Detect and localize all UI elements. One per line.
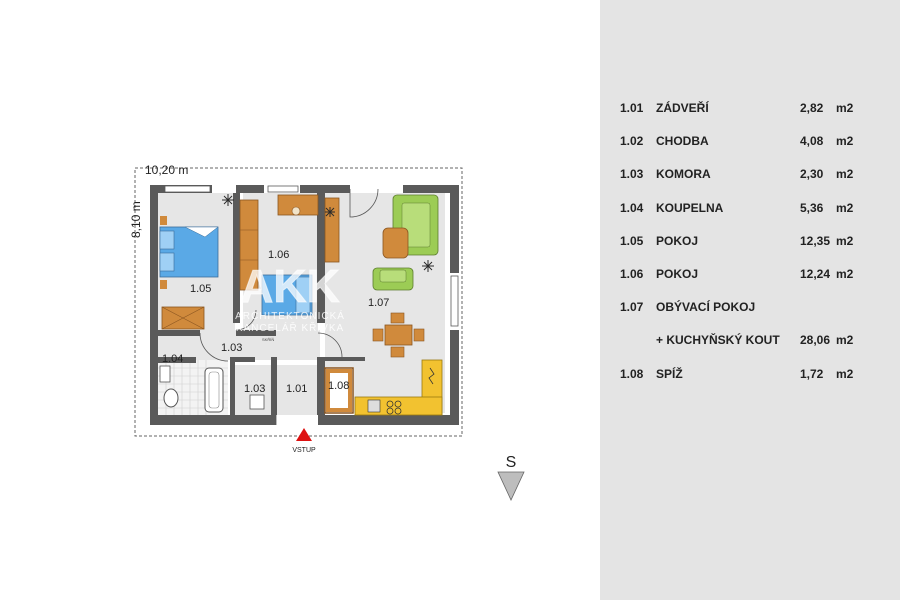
armchair	[372, 267, 414, 291]
washbasin	[159, 365, 171, 383]
wardrobe-1-06	[239, 199, 259, 291]
room-area: 28,06	[800, 333, 831, 348]
room-row: 1.08 SPÍŽ 1,72 m2	[600, 364, 900, 384]
room-number: 1.07	[620, 300, 644, 315]
room-row: 1.07 OBÝVACÍ POKOJ	[600, 297, 900, 317]
room-name: ZÁDVEŘÍ	[656, 101, 709, 115]
vestibule-floor	[277, 365, 320, 415]
floor-plan-area: 10,20 m 8,10 m	[129, 163, 525, 501]
entrance-label: VSTUP	[292, 447, 316, 454]
room-schedule-panel: 1.01 ZÁDVEŘÍ 2,82 m2 1.02 CHODBA 4,08 m2 1.03 KOM…	[600, 0, 900, 600]
room-number: 1.06	[620, 267, 644, 281]
room-row: 1.01 ZÁDVEŘÍ 2,82 m2	[600, 98, 900, 118]
room-row: + KUCHYŇSKÝ KOUT 28,06 m2	[600, 330, 900, 350]
watermark-line2: KANCELÁŘ KŘIVKA	[236, 321, 344, 334]
room-label-1-01: 1.01	[286, 383, 307, 395]
wardrobe-1-06-lines	[240, 229, 258, 261]
room-labels: 1.05 1.06 1.07 1.03 1.04 1.03 1.01 1.08	[162, 249, 389, 395]
room-row: 1.04 KOUPELNA 5,36 m2	[600, 198, 900, 218]
room-unit: m2	[836, 167, 854, 182]
room-name: POKOJ	[656, 267, 699, 281]
north-arrow-icon	[497, 471, 525, 501]
room-label-1-07: 1.07	[368, 297, 389, 309]
tv-cabinet	[324, 197, 340, 263]
desk-chair	[291, 206, 301, 216]
room-number: 1.04	[620, 200, 644, 215]
watermark-line1: ARCHITEKTONICKÁ	[235, 309, 345, 322]
room-name: POKOJ	[656, 233, 699, 248]
north-label: S	[506, 454, 517, 471]
room-area: 1,72	[800, 366, 824, 381]
room-number: 1.02	[620, 134, 644, 149]
wardrobe-label: SKŘÍŇ	[262, 337, 274, 342]
room-label-1-06: 1.06	[268, 249, 289, 261]
watermark-logo: AKK	[240, 260, 340, 312]
room-label-1-03: 1.03	[244, 383, 265, 395]
windows	[164, 185, 459, 327]
room-number: 1.03	[620, 167, 644, 182]
entrance-marker-icon	[296, 428, 312, 441]
room-unit: m2	[836, 101, 854, 115]
room-name: SPÍŽ	[656, 366, 683, 381]
coffee-table	[382, 227, 409, 259]
room-number: 1.01	[620, 101, 644, 115]
room-label-1-05: 1.05	[190, 283, 211, 295]
room-area: 4,08	[800, 134, 824, 149]
walls	[150, 185, 459, 425]
bed-1-06-pillow	[295, 276, 311, 314]
room-area: 12,35	[800, 233, 831, 248]
kitchen-counter	[354, 359, 443, 416]
bathtub-inner	[208, 371, 220, 409]
floor-plan: 10,20 m 8,10 m	[129, 163, 525, 501]
dining-set	[372, 312, 425, 358]
depth-dimension: 8,10 m	[129, 201, 143, 238]
room-row: 1.02 CHODBA 4,08 m2	[600, 131, 900, 151]
room-name: OBÝVACÍ POKOJ	[656, 300, 756, 315]
room-unit: m2	[836, 267, 854, 281]
bathtub	[204, 367, 224, 413]
room-name: + KUCHYŇSKÝ KOUT	[656, 333, 780, 348]
room-row: 1.05 POKOJ 12,35 m2	[600, 231, 900, 251]
toilet	[163, 388, 179, 408]
room-unit: m2	[836, 134, 854, 149]
room-name: KOMORA	[656, 167, 711, 182]
room-unit: m2	[836, 233, 854, 248]
width-dimension: 10,20 m	[145, 163, 188, 177]
nightstand-top	[160, 216, 167, 225]
room-area: 2,30	[800, 167, 824, 182]
room-number: 1.08	[620, 366, 644, 381]
room-area: 12,24	[800, 267, 831, 281]
wardrobe-1-05	[161, 306, 205, 330]
room-number: 1.05	[620, 233, 644, 248]
room-unit: m2	[836, 333, 854, 348]
room-area: 5,36	[800, 200, 824, 215]
room-unit: m2	[836, 200, 854, 215]
room-row: 1.03 KOMORA 2,30 m2	[600, 164, 900, 184]
room-label-1-08: 1.08	[328, 380, 349, 392]
room-name: CHODBA	[656, 134, 709, 149]
room-row: 1.06 POKOJ 12,24 m2	[600, 264, 900, 284]
storage-shelf	[249, 394, 265, 410]
room-area: 2,82	[800, 101, 824, 115]
desk	[277, 194, 319, 216]
room-label-1-04: 1.04	[162, 353, 183, 365]
bed-1-05	[159, 226, 219, 278]
room-name: KOUPELNA	[656, 200, 724, 215]
room-unit: m2	[836, 366, 854, 381]
plants	[222, 194, 434, 272]
watermark: AKK ARCHITEKTONICKÁ KANCELÁŘ KŘIVKA	[235, 260, 345, 335]
room-label-1-03-corridor: 1.03	[221, 342, 242, 354]
pantry-shelf-inner	[326, 369, 352, 412]
nightstand-bottom	[160, 280, 167, 289]
dimension-frame	[134, 167, 463, 437]
doors	[199, 188, 379, 425]
